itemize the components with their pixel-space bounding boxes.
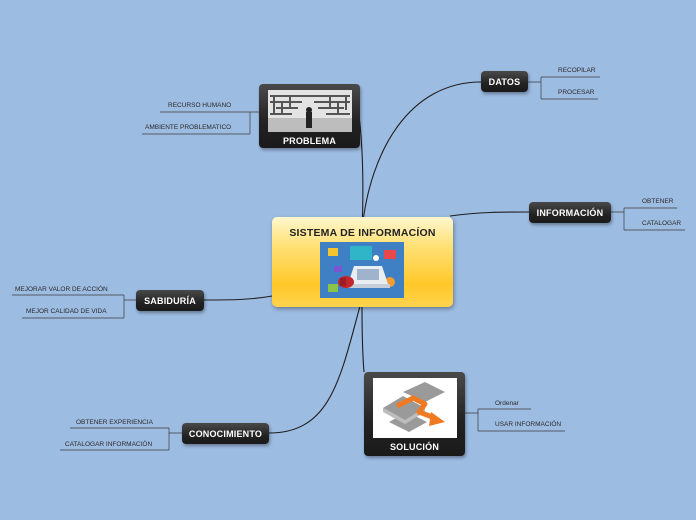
connector-datos — [361, 81, 482, 231]
leaf-connector-sabiduria — [12, 294, 136, 319]
node-conocimiento-label: CONOCIMIENTO — [188, 428, 263, 439]
technology-illustration — [320, 242, 404, 298]
node-sabiduria[interactable]: SABIDURÍA — [136, 290, 204, 311]
leaf-obtener[interactable]: OBTENER — [642, 198, 674, 205]
node-problema[interactable]: PROBLEMA — [259, 84, 360, 148]
leaf-ordenar[interactable]: Ordenar — [495, 400, 519, 407]
leaf-connector-conocimiento — [60, 427, 182, 451]
leaf-obtener-experiencia[interactable]: OBTENER EXPERIENCIA — [76, 419, 153, 426]
node-solucion-label: SOLUCIÓN — [389, 442, 440, 452]
connector-sabiduria — [203, 295, 273, 301]
leaf-connector-problema — [142, 111, 260, 135]
node-informacion[interactable]: INFORMACIÓN — [529, 202, 611, 223]
leaf-recurso-humano[interactable]: RECURSO HUMANO — [168, 102, 232, 109]
node-sabiduria-label: SABIDURÍA — [144, 295, 196, 306]
node-datos[interactable]: DATOS — [481, 71, 528, 92]
leaf-ambiente-problematico[interactable]: AMBIENTE PROBLEMATICO — [145, 124, 232, 131]
leaf-mejorar-valor-de-accion[interactable]: MEJORAR VALOR DE ACCIÓN — [15, 286, 108, 293]
connector-solucion — [361, 305, 365, 373]
leaf-catalogar[interactable]: CATALOGAR — [642, 220, 682, 227]
central-topic[interactable]: SISTEMA DE INFORMACÍON — [272, 217, 453, 307]
maze-arrow-illustration — [372, 378, 457, 438]
connector-conocimiento — [268, 305, 361, 434]
leaf-mejor-calidad-de-vida[interactable]: MEJOR CALIDAD DE VIDA — [26, 308, 107, 315]
connector-informacion — [449, 211, 530, 217]
leaf-catalogar-informacion[interactable]: CATALOGAR INFORMACIÓN — [65, 441, 153, 448]
node-problema-label: PROBLEMA — [282, 136, 337, 146]
node-datos-label: DATOS — [488, 76, 521, 87]
leaf-recopilar[interactable]: RECOPILAR — [558, 67, 596, 74]
leaf-usar-informacion[interactable]: USAR INFORMACIÓN — [495, 421, 562, 428]
central-title: SISTEMA DE INFORMACÍON — [289, 227, 436, 239]
node-solucion[interactable]: SOLUCIÓN — [364, 372, 465, 456]
leaf-connector-informacion — [611, 207, 685, 231]
node-conocimiento[interactable]: CONOCIMIENTO — [182, 423, 269, 444]
maze-illustration — [267, 90, 352, 132]
leaf-connector-datos — [528, 76, 600, 100]
node-informacion-label: INFORMACIÓN — [536, 207, 604, 218]
leaf-connector-solucion — [464, 408, 565, 432]
leaf-procesar[interactable]: PROCESAR — [558, 89, 595, 96]
